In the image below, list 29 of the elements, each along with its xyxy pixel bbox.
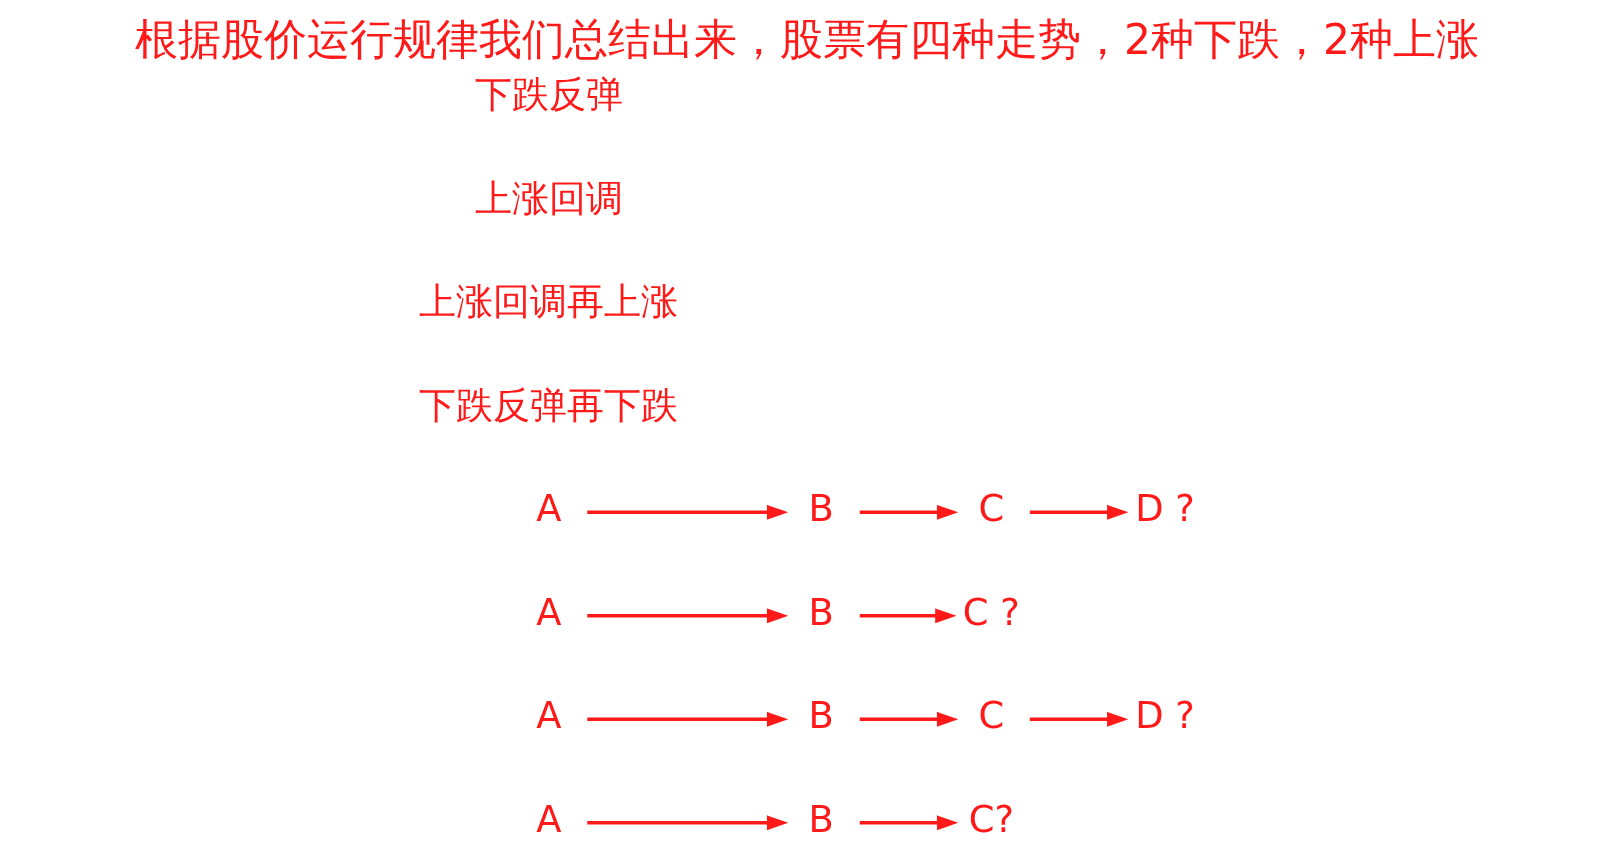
node-text: A xyxy=(535,694,562,738)
arrow xyxy=(1029,504,1128,520)
node-text: A xyxy=(535,487,562,531)
node-text: D ? xyxy=(1134,694,1195,738)
node-text: B xyxy=(808,487,834,531)
label: 下跌反弹 xyxy=(474,73,623,117)
node-text: D ? xyxy=(1134,487,1195,531)
node-text: B xyxy=(808,694,834,738)
node-text: B xyxy=(808,797,834,841)
arrow xyxy=(586,815,788,831)
node-text: C ? xyxy=(962,590,1020,634)
node-text: C xyxy=(977,694,1004,738)
arrow xyxy=(586,711,788,727)
node-text: B xyxy=(808,590,834,634)
arrow xyxy=(586,608,788,624)
label: 上涨回调 xyxy=(474,176,623,220)
arrow xyxy=(859,711,958,727)
node-text: A xyxy=(535,590,562,634)
node-text: A xyxy=(535,797,562,841)
arrow xyxy=(859,608,956,624)
arrow xyxy=(1029,711,1128,727)
diagram-title: 根据股价运行规律我们总结出来，股票有四种走势，2种下跌，2种上涨 xyxy=(134,14,1479,64)
arrow xyxy=(586,504,788,520)
node-text: C? xyxy=(968,797,1014,841)
arrow xyxy=(859,815,958,831)
label: 上涨回调再上涨 xyxy=(418,280,678,324)
arrow xyxy=(859,504,958,520)
node-text: C xyxy=(977,487,1004,531)
label: 下跌反弹再下跌 xyxy=(418,383,678,427)
